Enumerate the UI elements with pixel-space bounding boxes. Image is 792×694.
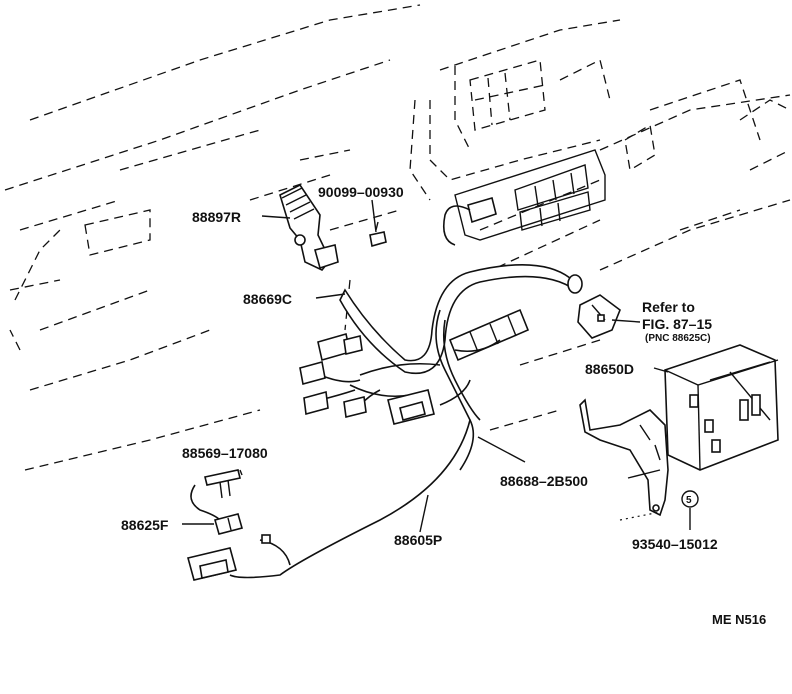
part-labels: 88897R 90099–00930 88669C Refer to FIG. … <box>121 184 766 627</box>
label-pnc-88625C: (PNC 88625C) <box>645 333 711 344</box>
quantity-circle <box>681 490 699 508</box>
leader-lines <box>182 199 691 533</box>
amplifier-88650D <box>664 344 779 471</box>
harness-end-connector <box>187 547 237 581</box>
center-vent-panel <box>454 149 606 241</box>
label-88625F: 88625F <box>121 517 169 533</box>
label-88650D: 88650D <box>585 361 634 377</box>
label-fig-87-15: FIG. 87–15 <box>642 316 712 332</box>
harness-connectors <box>261 332 435 544</box>
dashboard-outline <box>4 4 791 471</box>
reference-connector-88625C <box>577 294 621 339</box>
label-93540-15012: 93540–15012 <box>632 536 718 552</box>
connector-88625F <box>214 513 243 535</box>
label-88688-2B500: 88688–2B500 <box>500 473 588 489</box>
label-circle-5: 5 <box>686 495 692 506</box>
harness-relay-block <box>448 308 530 362</box>
label-88569-17080: 88569–17080 <box>182 445 268 461</box>
part-88569-17080-sensor <box>190 469 241 521</box>
part-88897R-aspirator <box>279 183 339 271</box>
label-88605P: 88605P <box>394 532 442 548</box>
label-refer-to: Refer to <box>642 299 695 315</box>
figure-code: ME N516 <box>712 612 766 627</box>
hose-88669C <box>339 264 583 374</box>
bracket-88688-2B500 <box>579 398 669 517</box>
label-88897R: 88897R <box>192 209 241 225</box>
screw-90099-00930 <box>369 221 387 248</box>
label-90099-00930: 90099–00930 <box>318 184 404 200</box>
vent-connector <box>442 196 497 246</box>
label-88669C: 88669C <box>243 291 292 307</box>
